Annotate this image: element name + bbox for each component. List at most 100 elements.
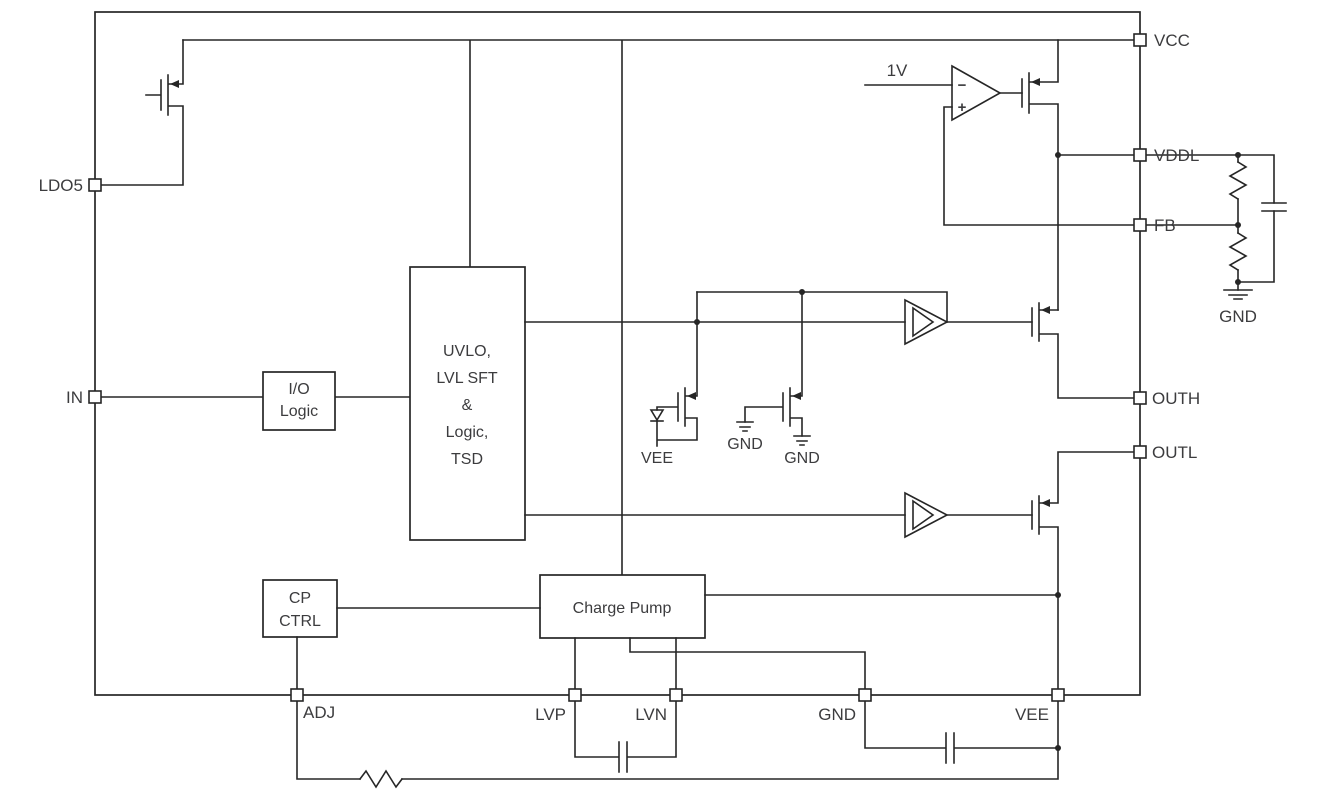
cp-ctrl-box bbox=[262, 579, 338, 638]
vee-clamp-label: VEE bbox=[641, 450, 673, 467]
ground-symbol-icon bbox=[1223, 289, 1253, 300]
uvlo-line2: LVL SFT bbox=[436, 370, 498, 387]
junction-dot bbox=[1235, 222, 1241, 228]
junction-dot bbox=[1235, 279, 1241, 285]
uvlo-line1: UVLO, bbox=[443, 343, 491, 360]
pin-lvp: LVP bbox=[535, 688, 582, 724]
junction-dots bbox=[694, 152, 1241, 751]
pin-square bbox=[1051, 688, 1065, 702]
junction-dot bbox=[1055, 745, 1061, 751]
pin-square bbox=[1133, 218, 1147, 232]
zener-diode-icon bbox=[649, 409, 665, 422]
vcc-rail-wire bbox=[182, 39, 1135, 576]
gnd-divider-label: GND bbox=[1219, 307, 1257, 326]
mosfet-arrow-icon bbox=[1041, 499, 1050, 507]
pin-square bbox=[88, 178, 102, 192]
mosfet-arrow-icon bbox=[1041, 306, 1050, 314]
buffer-outh-inner-icon bbox=[912, 306, 935, 338]
external-bottom-components bbox=[296, 700, 1059, 789]
block-io-logic: I/O Logic bbox=[262, 371, 336, 431]
pin-vcc: VCC bbox=[1133, 31, 1190, 50]
pin-adj: ADJ bbox=[290, 688, 335, 722]
pin-outl-label: OUTL bbox=[1152, 443, 1197, 462]
pin-vcc-label: VCC bbox=[1154, 31, 1190, 50]
cp-ctrl-line1: CP bbox=[289, 590, 311, 607]
pin-lvn: LVN bbox=[635, 688, 683, 724]
ref-1v-label: 1V bbox=[887, 61, 908, 80]
cp-ctrl-line2: CTRL bbox=[279, 613, 321, 630]
pin-adj-label: ADJ bbox=[303, 703, 335, 722]
outh-driver bbox=[904, 298, 1135, 399]
charge-pump-wires bbox=[296, 594, 1059, 690]
pin-gnd: GND bbox=[818, 688, 872, 724]
external-feedback-divider: GND bbox=[1145, 154, 1287, 326]
pin-vddl-label: VDDL bbox=[1154, 146, 1199, 165]
pin-vee-label: VEE bbox=[1015, 705, 1049, 724]
junction-dot bbox=[799, 289, 805, 295]
opamp-minus-label: − bbox=[958, 77, 967, 94]
pin-in: IN bbox=[66, 388, 102, 407]
ground-symbol-icon bbox=[793, 435, 811, 446]
pin-outh: OUTH bbox=[1133, 389, 1200, 408]
resistor-bottom-icon bbox=[1228, 231, 1248, 272]
pin-vee: VEE bbox=[1015, 688, 1065, 724]
mosfet-arrow-icon bbox=[1031, 78, 1040, 86]
block-uvlo: UVLO, LVL SFT & Logic, TSD bbox=[409, 266, 526, 541]
uvlo-box bbox=[409, 266, 526, 541]
resistor-top-icon bbox=[1228, 160, 1248, 201]
pin-in-label: IN bbox=[66, 388, 83, 407]
junction-dot bbox=[1055, 152, 1061, 158]
gnd-clamp-source-label: GND bbox=[784, 450, 820, 467]
mosfet-arrow-icon bbox=[687, 392, 696, 400]
mosfet-arrow-icon bbox=[170, 80, 179, 88]
pin-lvn-label: LVN bbox=[635, 705, 667, 724]
pin-square bbox=[1133, 148, 1147, 162]
pin-square bbox=[290, 688, 304, 702]
mosfet-vddl-body bbox=[1021, 39, 1135, 311]
pin-square bbox=[669, 688, 683, 702]
pin-ldo5-label: LDO5 bbox=[39, 176, 83, 195]
pin-vddl: VDDL bbox=[1133, 146, 1199, 165]
block-charge-pump: Charge Pump bbox=[539, 574, 706, 639]
vddl-regulator: 1V − + bbox=[864, 39, 1135, 311]
outl-driver bbox=[904, 451, 1135, 690]
pin-square bbox=[568, 688, 582, 702]
mosfet-arrow-icon bbox=[792, 392, 801, 400]
uvlo-line5: TSD bbox=[451, 451, 483, 468]
adj-resistor-icon bbox=[358, 769, 404, 789]
pin-square bbox=[1133, 445, 1147, 459]
charge-pump-label: Charge Pump bbox=[573, 600, 672, 617]
drive-signal-wires bbox=[524, 291, 948, 516]
pin-lvp-label: LVP bbox=[535, 705, 566, 724]
mosfet-clamp-gnd: GND GND bbox=[727, 291, 820, 467]
pin-square bbox=[1133, 33, 1147, 47]
pin-ldo5: LDO5 bbox=[39, 176, 102, 195]
gnd-clamp-gate-label: GND bbox=[727, 436, 763, 453]
capacitor-icon bbox=[1261, 202, 1287, 212]
mosfet-ldo5 bbox=[100, 39, 184, 186]
buffer-outh-icon bbox=[904, 298, 949, 346]
ground-symbol-icon bbox=[736, 421, 754, 432]
opamp-icon bbox=[951, 64, 1002, 122]
mosfet-clamp-vee: VEE bbox=[641, 291, 698, 467]
opamp-plus-label: + bbox=[958, 99, 967, 116]
block-cp-ctrl: CP CTRL bbox=[262, 579, 338, 638]
pin-fb-label: FB bbox=[1154, 216, 1176, 235]
uvlo-line3: & bbox=[462, 397, 473, 414]
junction-dot bbox=[1235, 152, 1241, 158]
opamp-wires bbox=[864, 84, 1135, 226]
pin-square bbox=[858, 688, 872, 702]
io-logic-line2: Logic bbox=[280, 403, 318, 420]
uvlo-line4: Logic, bbox=[446, 424, 489, 441]
io-logic-box bbox=[262, 371, 336, 431]
junction-dot bbox=[694, 319, 700, 325]
io-logic-line1: I/O bbox=[288, 381, 309, 398]
buffer-outl-inner-icon bbox=[912, 499, 935, 531]
junction-dot bbox=[1055, 592, 1061, 598]
pin-fb: FB bbox=[1133, 216, 1176, 235]
pin-square bbox=[88, 390, 102, 404]
pin-square bbox=[1133, 391, 1147, 405]
pin-gnd-label: GND bbox=[818, 705, 856, 724]
